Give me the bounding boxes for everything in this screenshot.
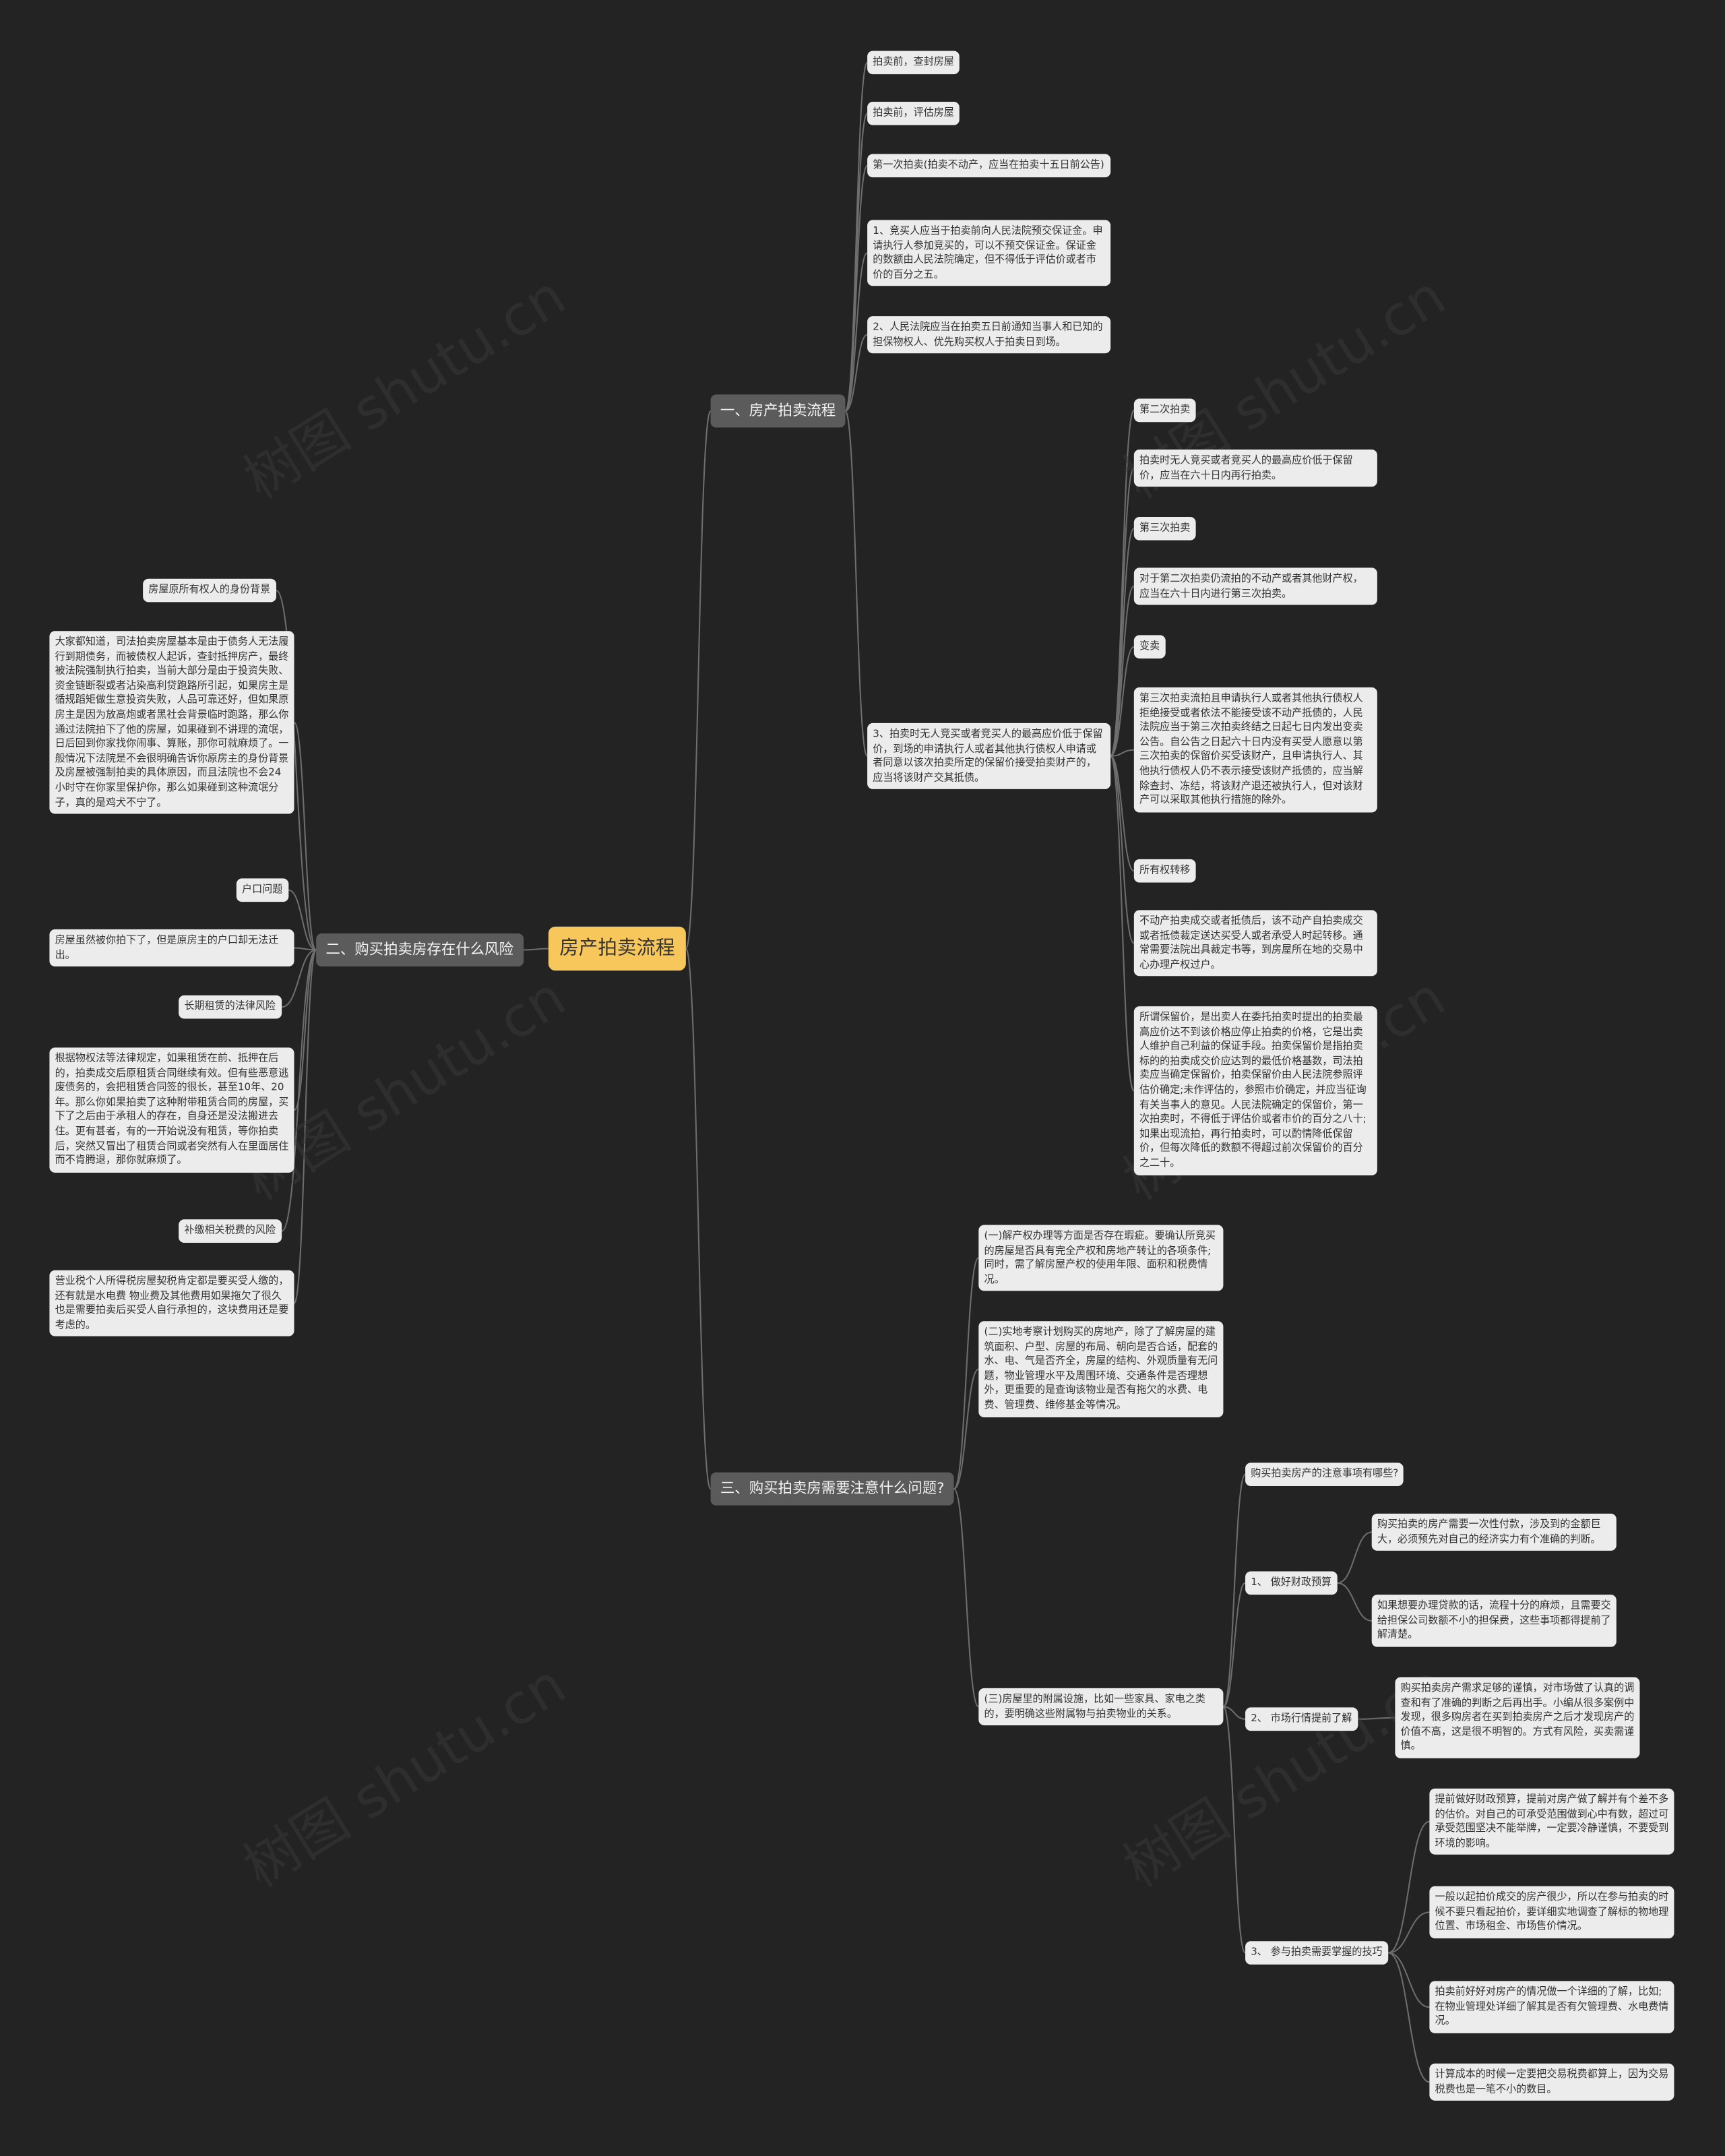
connector-line <box>281 949 317 1008</box>
list-item[interactable]: 房屋虽然被你拍下了，但是原房主的户口却无法迁出。 <box>49 929 294 967</box>
connector-line <box>1110 755 1135 944</box>
connector-line <box>1110 528 1135 757</box>
list-item[interactable]: 一般以起拍价成交的房产很少，所以在参与拍卖的时候不要只看起拍价，要详细实地调查了… <box>1429 1886 1674 1938</box>
connector-line <box>1222 1473 1247 1708</box>
connector-line <box>1110 755 1135 1092</box>
connector-line <box>1110 749 1134 757</box>
connector-line <box>1222 1706 1247 1954</box>
list-item[interactable]: 拍卖前好好对房产的情况做一个详细的了解，比如;在物业管理处详细了解其是否有欠管理… <box>1429 1981 1674 2033</box>
branch-risks[interactable]: 二、购买拍卖房存在什么风险 <box>316 933 524 966</box>
connector-line <box>845 334 868 412</box>
connector-line <box>1222 1582 1247 1708</box>
connector-line <box>1110 646 1135 757</box>
list-item[interactable]: 计算成本的时候一定要把交易税费都算上，因为交易税费也是一笔不小的数目。 <box>1429 2063 1674 2101</box>
connector-line <box>1223 1706 1246 1720</box>
branch-auction-process[interactable]: 一、房产拍卖流程 <box>710 394 846 428</box>
connector-line <box>844 410 869 757</box>
connector-line <box>524 948 548 951</box>
list-item[interactable]: 不动产拍卖成交或者抵债后，该不动产自拍卖成交或者抵债裁定送达买受人或者承受人时起… <box>1133 910 1377 977</box>
list-item[interactable]: 3、拍卖时无人竞买或者竞买人的最高应价低于保留价，到场的申请执行人或者其他执行债… <box>867 722 1111 790</box>
branch-precautions[interactable]: 三、购买拍卖房需要注意什么问题? <box>710 1472 954 1506</box>
list-item[interactable]: 所有权转移 <box>1133 859 1196 882</box>
connector-line <box>1387 1820 1430 1954</box>
connector-line <box>953 1488 980 1708</box>
list-item[interactable]: (一)解产权办理等方面是否存在瑕疵。要确认所竞买的房屋是否具有完全产权和房地产转… <box>978 1225 1224 1292</box>
list-item[interactable]: 大家都知道，司法拍卖房屋基本是由于债务人无法履行到期债务，而被债权人起诉，查封抵… <box>49 631 294 814</box>
list-item[interactable]: 营业税个人所得税房屋契税肯定都是要买受人缴的，还有就是水电费 物业费及其他费用如… <box>49 1270 294 1337</box>
list-item[interactable]: 第三次拍卖 <box>1133 516 1196 540</box>
list-item[interactable]: 变卖 <box>1133 635 1166 658</box>
connector-line <box>276 590 317 951</box>
connector-line <box>293 721 317 951</box>
list-item[interactable]: 所谓保留价，是出卖人在委托拍卖时提出的拍卖最高应价达不到该价格应停止拍卖的价格，… <box>1133 1006 1377 1175</box>
list-item[interactable]: (二)实地考察计划购买的房地产，除了了解房屋的建筑面积、户型、房屋的布局、朝向是… <box>978 1321 1224 1417</box>
list-item[interactable]: 长期租赁的法律风险 <box>179 995 282 1018</box>
connector-line <box>1388 1952 1430 2008</box>
connector-line <box>844 252 869 412</box>
connector-line <box>1110 755 1135 872</box>
connector-line <box>1387 1952 1430 2083</box>
connector-line <box>1110 467 1135 757</box>
list-item[interactable]: 拍卖时无人竞买或者竞买人的最高应价低于保留价，应当在六十日内再行拍卖。 <box>1133 450 1377 487</box>
list-item[interactable]: (三)房屋里的附属设施，比如一些家具、家电之类的，要明确这些附属物与拍卖物业的关… <box>978 1688 1224 1726</box>
connector-line <box>1337 1531 1372 1584</box>
list-item[interactable]: 第二次拍卖 <box>1133 398 1196 422</box>
connector-line <box>1110 585 1135 757</box>
list-item[interactable]: 拍卖前，查封房屋 <box>867 51 960 74</box>
list-item[interactable]: 购买拍卖房产的注意事项有哪些? <box>1245 1462 1404 1486</box>
connector-line <box>1337 1582 1372 1622</box>
list-item[interactable]: 第一次拍卖(拍卖不动产，应当在拍卖十五日前公告) <box>867 154 1111 177</box>
list-item[interactable]: 1、竞买人应当于拍卖前向人民法院预交保证金。申请执行人参加竞买的，可以不预交保证… <box>867 220 1111 287</box>
list-item[interactable]: 1、 做好财政预算 <box>1245 1571 1338 1595</box>
connector-line <box>288 889 317 951</box>
list-item[interactable]: 2、人民法院应当在拍卖五日前通知当事人和已知的担保物权人、优先购买权人于拍卖日到… <box>867 316 1111 354</box>
list-item[interactable]: 购买拍卖房产需求足够的谨慎，对市场做了认真的调查和有了准确的判断之后再出手。小编… <box>1395 1677 1640 1758</box>
list-item[interactable]: 拍卖前，评估房屋 <box>867 101 960 125</box>
connector-line <box>1388 1911 1430 1954</box>
list-item[interactable]: 3、 参与拍卖需要掌握的技巧 <box>1245 1941 1388 1965</box>
connector-line <box>293 949 317 1111</box>
connector-line <box>685 410 712 950</box>
list-item[interactable]: 2、 市场行情提前了解 <box>1245 1707 1358 1731</box>
list-item[interactable]: 如果想要办理贷款的话，流程十分的麻烦，且需要交给担保公司数额不小的担保费，这些事… <box>1371 1595 1617 1647</box>
list-item[interactable]: 第三次拍卖流拍且申请执行人或者其他执行债权人拒绝接受或者依法不能接受该不动产抵债… <box>1133 687 1377 813</box>
connector-line <box>953 1257 980 1490</box>
list-item[interactable]: 购买拍卖的房产需要一次性付款，涉及到的金额巨大，必须预先对自己的经济实力有个准确… <box>1371 1513 1617 1551</box>
list-item[interactable]: 对于第二次拍卖仍流拍的不动产或者其他财产权，应当在六十日内进行第三次拍卖。 <box>1133 567 1377 605</box>
list-item[interactable]: 房屋原所有权人的身份背景 <box>143 578 276 602</box>
list-item[interactable]: 根据物权法等法律规定，如果租赁在前、抵押在后的，拍卖成交后原租赁合同继续有效。但… <box>49 1047 294 1173</box>
connector-line <box>685 948 712 1490</box>
list-item[interactable]: 提前做好财政预算，提前对房产做了解并有个差不多的估价。对自己的可承受范围做到心中… <box>1429 1788 1674 1855</box>
connector-line <box>1358 1717 1395 1720</box>
connector-line <box>281 949 317 1232</box>
list-item[interactable]: 户口问题 <box>236 878 288 902</box>
list-item[interactable]: 补缴相关税费的风险 <box>179 1219 282 1243</box>
connector-line <box>844 61 869 412</box>
connector-line <box>953 1368 979 1490</box>
root-node[interactable]: 房产拍卖流程 <box>548 926 686 971</box>
connector-line <box>293 949 317 1304</box>
